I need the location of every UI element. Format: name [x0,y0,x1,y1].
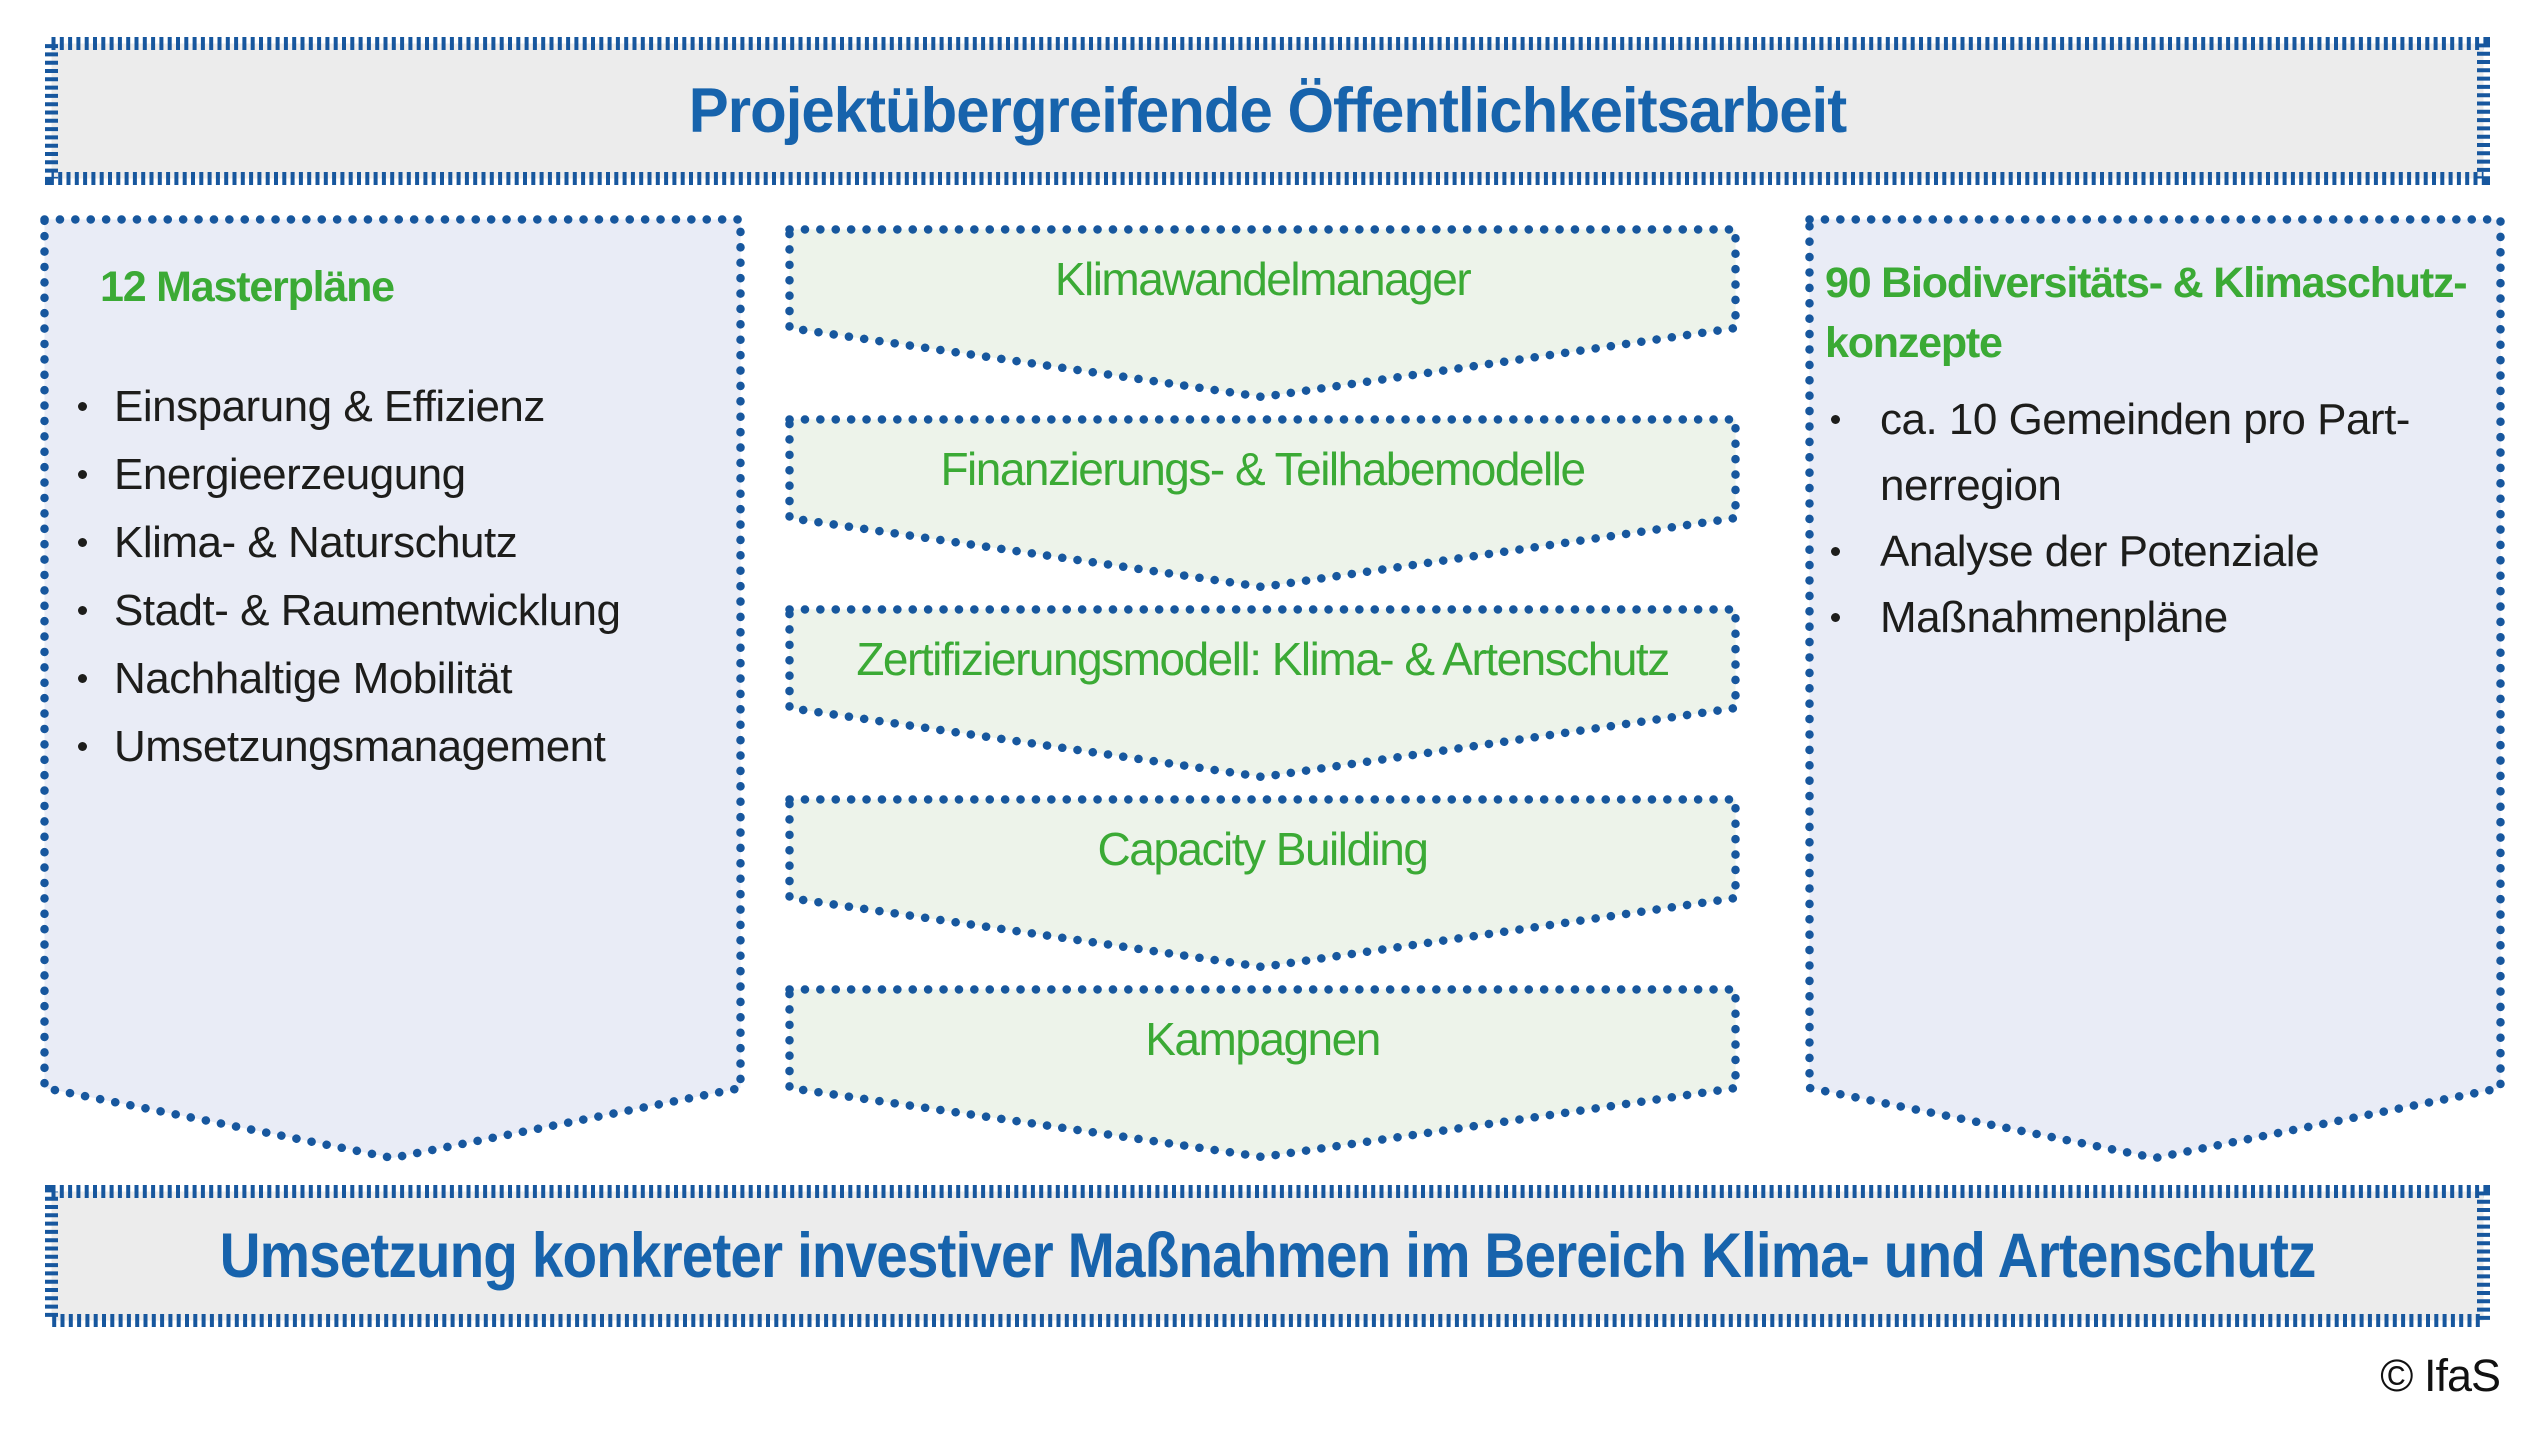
list-item-label: Maßnahmenpläne [1880,593,2228,642]
dotted-pentagon-shape [1805,215,2505,1163]
bullet-icon [78,606,87,615]
dashed-border-shape [45,1185,2490,1327]
konzepte-list: ca. 10 Gemeinden pro Part-nerregion Anal… [1831,387,2457,651]
list-item-label: ca. 10 Gemeinden pro Part-nerregion [1880,395,2410,510]
list-item-label: Klima- & Naturschutz [114,518,518,567]
middle-funnel: Klimawandelmanager Finanzierungs- & Teil… [785,0,1740,1445]
dotted-chevron-shape [785,225,1740,402]
list-item-label: Nachhaltige Mobilität [114,654,512,703]
funnel-step-label: Finanzierungs- & Teilhabemodelle [940,442,1586,495]
list-item-label: Energieerzeugung [114,450,466,499]
dotted-chevron-shape [785,985,1740,1162]
list-item: Klima- & Naturschutz [78,509,620,577]
right-panel-title: 90 Biodiversitäts- & Klimaschutz-konzept… [1825,259,2468,368]
funnel-step-label: Capacity Building [1097,822,1429,875]
funnel-step-capacity-building: Capacity Building [785,795,1740,973]
list-item-label: Analyse der Potenziale [1880,527,2320,576]
list-item-label: Einsparung & Effizienz [114,382,545,431]
list-item: Umsetzungsmanagement [78,713,620,781]
list-item: Nachhaltige Mobilität [78,645,620,713]
top-banner-label: Projektübergreifende Öffentlichkeitsarbe… [688,76,1847,146]
list-item: ca. 10 Gemeinden pro Part-nerregion [1831,387,2457,519]
dotted-chevron-shape [785,795,1740,972]
list-item: Maßnahmenpläne [1831,585,2457,651]
bottom-banner: Umsetzung konkreter investiver Maßnahmen… [45,1185,2490,1327]
copyright-credit: © IfaS [2380,1350,2501,1401]
list-item: Einsparung & Effizienz [78,373,620,441]
right-panel-konzepte: 90 Biodiversitäts- & Klimaschutz-konzept… [1805,215,2505,1167]
bullet-icon [1831,613,1840,622]
bullet-icon [78,470,87,479]
funnel-step-label: Kampagnen [1145,1012,1381,1065]
dotted-pentagon-shape [40,215,745,1163]
list-item: Stadt- & Raumentwicklung [78,577,621,645]
bullet-icon [78,402,87,411]
bottom-banner-label: Umsetzung konkreter investiver Maßnahmen… [219,1221,2317,1291]
dotted-chevron-shape [785,415,1740,592]
list-item: Analyse der Potenziale [1831,519,2457,585]
masterplan-list: Einsparung & Effizienz Energieerzeugung … [78,373,621,781]
bullet-icon [1831,415,1840,424]
funnel-step-label: Klimawandelmanager [1054,252,1472,305]
bullet-icon [1831,547,1840,556]
funnel-step-kampagnen: Kampagnen [785,985,1740,1163]
dotted-chevron-shape [785,605,1740,782]
bullet-icon [78,674,87,683]
bullet-icon [78,742,87,751]
list-item: Energieerzeugung [78,441,620,509]
bullet-icon [78,538,87,547]
dashed-border-shape [45,37,2490,185]
funnel-step-klimawandelmanager: Klimawandelmanager [785,225,1740,403]
list-item-label: Stadt- & Raumentwicklung [114,586,621,635]
left-panel-title: 12 Masterpläne [100,263,395,311]
top-banner: Projektübergreifende Öffentlichkeitsarbe… [45,37,2490,185]
funnel-step-finanzierung: Finanzierungs- & Teilhabemodelle [785,415,1740,593]
list-item-label: Umsetzungsmanagement [114,722,606,771]
left-panel-masterplaene: 12 Masterpläne Einsparung & Effizienz En… [40,215,745,1167]
funnel-step-zertifizierung: Zertifizierungsmodell: Klima- & Artensch… [785,605,1740,783]
funnel-step-label: Zertifizierungsmodell: Klima- & Artensch… [856,632,1670,685]
